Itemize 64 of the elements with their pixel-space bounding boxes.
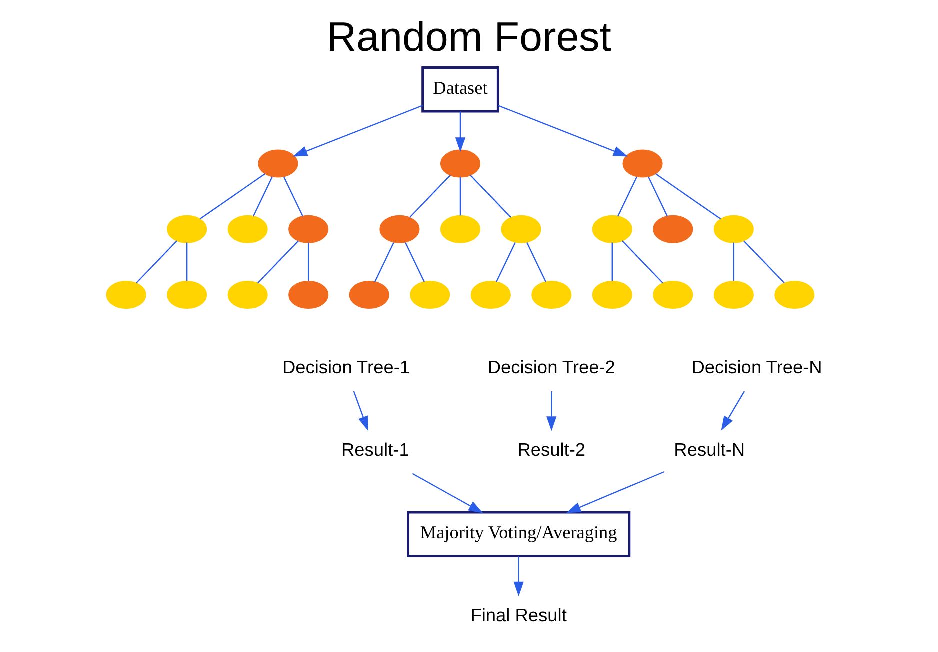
node-text: Decision Tree-1 xyxy=(282,357,410,378)
node-ellipse xyxy=(532,281,572,309)
connector xyxy=(744,240,785,284)
node-ellipse xyxy=(106,281,146,309)
arrow xyxy=(721,391,746,431)
connector xyxy=(136,240,178,284)
connector xyxy=(284,176,304,217)
connector xyxy=(470,175,512,218)
node-ellipse xyxy=(714,281,754,309)
connector xyxy=(526,242,547,282)
node-text: Result-1 xyxy=(342,440,410,460)
connector xyxy=(410,175,451,218)
arrow xyxy=(292,105,423,157)
connector xyxy=(258,240,299,284)
node-text: Result-2 xyxy=(518,440,586,460)
arrow xyxy=(412,473,484,514)
arrow xyxy=(566,471,665,514)
node-ellipse xyxy=(592,215,632,244)
node-ellipse xyxy=(592,281,632,309)
connector xyxy=(656,174,722,220)
diagram-title: Random Forest xyxy=(326,14,612,60)
node-ellipse xyxy=(228,215,268,244)
connector xyxy=(622,240,664,284)
connector xyxy=(186,242,188,282)
connector xyxy=(374,242,394,282)
node-ellipse xyxy=(288,281,329,309)
connector xyxy=(648,176,668,217)
arrow xyxy=(455,112,466,152)
node-ellipse xyxy=(501,215,542,244)
node-ellipse xyxy=(653,281,694,309)
node-ellipse xyxy=(410,281,450,309)
connector xyxy=(617,176,638,217)
node-ellipse xyxy=(258,150,298,178)
connector xyxy=(496,242,516,282)
node-ellipse xyxy=(470,281,511,309)
node-text: Final Result xyxy=(470,605,567,626)
node-ellipse xyxy=(288,215,329,244)
arrow xyxy=(546,391,557,432)
connector xyxy=(460,177,462,216)
node-ellipse xyxy=(440,215,481,244)
connector xyxy=(308,242,310,282)
node-ellipse xyxy=(167,281,208,309)
node-ellipse xyxy=(622,150,663,178)
node-ellipse xyxy=(714,215,754,244)
node-ellipse xyxy=(167,215,208,244)
node-ellipse xyxy=(440,150,481,178)
connector xyxy=(405,242,426,282)
node-ellipse xyxy=(349,281,390,309)
node-ellipse xyxy=(653,215,694,244)
node-ellipse xyxy=(380,215,420,244)
node-text: Decision Tree-N xyxy=(692,357,822,378)
connector xyxy=(252,176,273,217)
node-text: Decision Tree-2 xyxy=(488,357,616,378)
node-ellipse xyxy=(228,281,268,309)
connector xyxy=(200,174,266,220)
arrow xyxy=(353,391,368,432)
arrow xyxy=(514,556,524,596)
connector xyxy=(733,242,735,282)
node-box: Majority Voting/Averaging xyxy=(407,511,631,558)
node-box: Dataset xyxy=(422,66,500,113)
node-ellipse xyxy=(774,281,815,309)
node-text: Result-N xyxy=(674,440,746,460)
arrow xyxy=(498,105,628,157)
connector xyxy=(612,242,613,282)
